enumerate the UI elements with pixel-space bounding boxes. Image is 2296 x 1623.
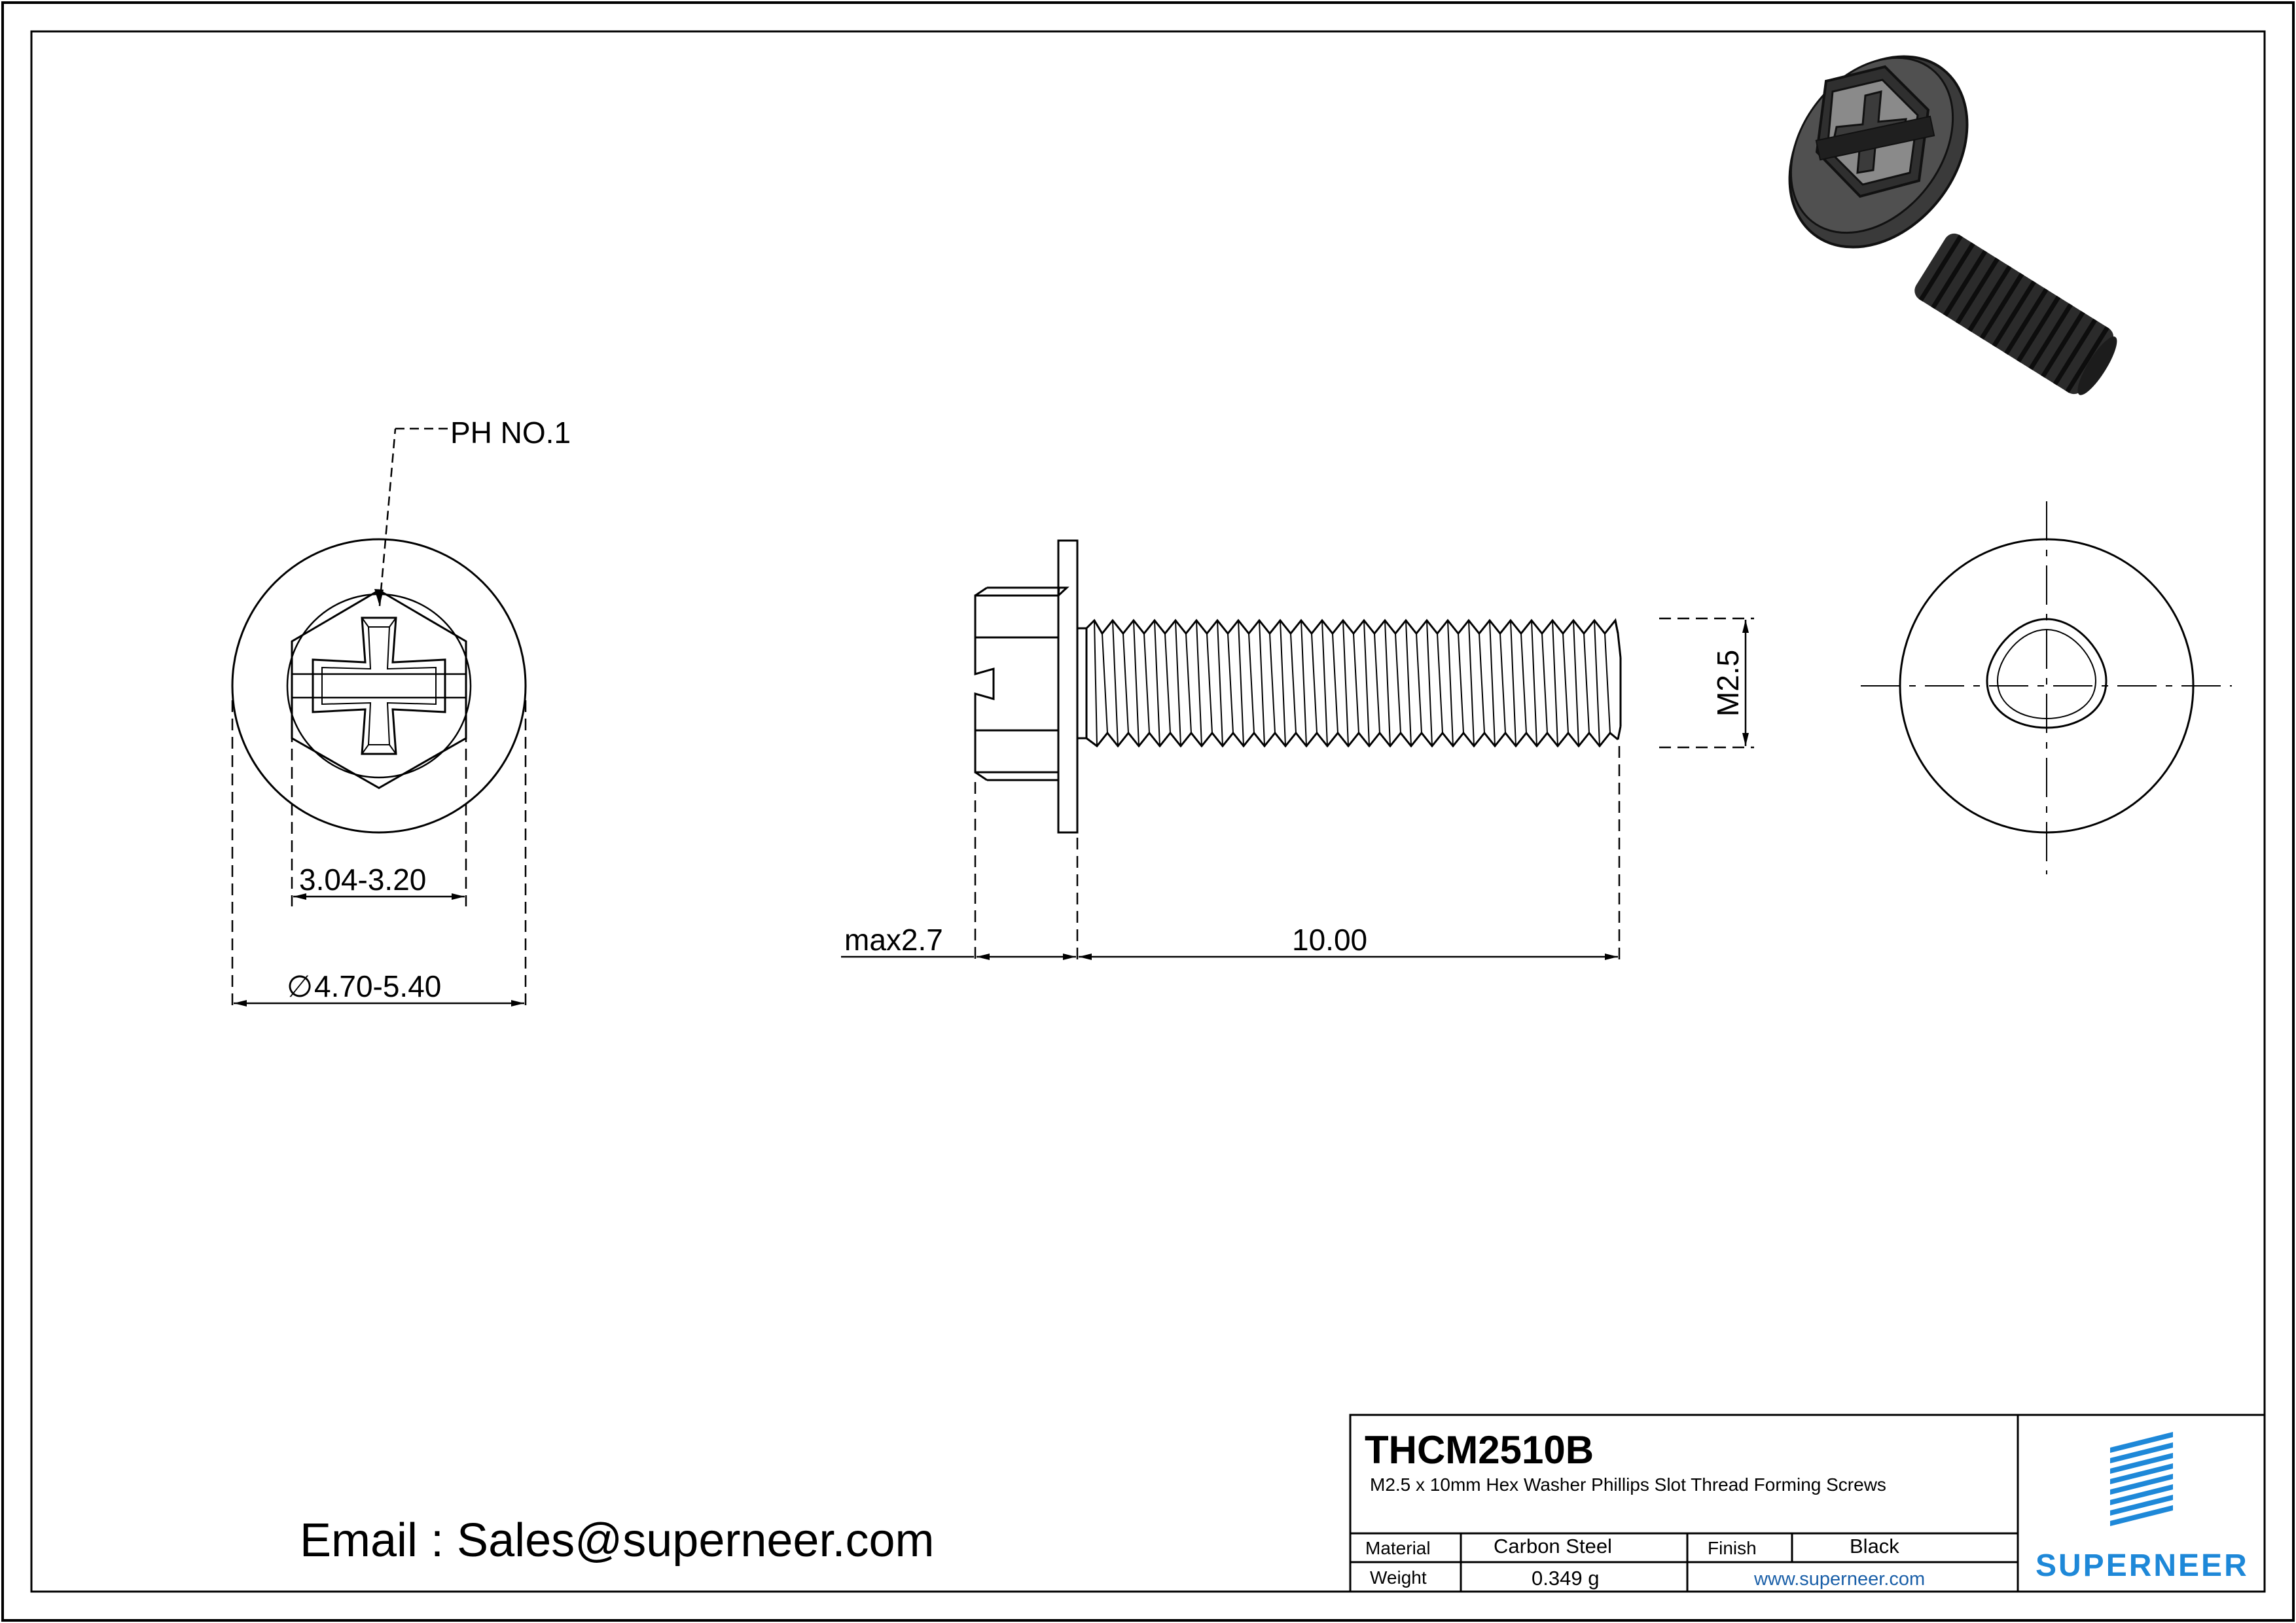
length-text: 10.00 (1292, 923, 1367, 957)
thread-crests-top (1085, 618, 1619, 635)
material-label: Material (1365, 1538, 1431, 1558)
weight-value: 0.349 g (1532, 1567, 1599, 1590)
washer-dimension-text: 4.70-5.40 (314, 969, 441, 1003)
inner-border (30, 30, 2266, 1593)
thread-tip (1614, 620, 1622, 740)
ph-callout-arrowhead (374, 589, 384, 606)
end-view-centerlines (1861, 501, 2232, 874)
diameter-symbol: ∅ (287, 969, 313, 1003)
part-number: THCM2510B (1365, 1428, 1594, 1472)
part-description: M2.5 x 10mm Hex Washer Phillips Slot Thr… (1370, 1474, 1886, 1495)
finish-label: Finish (1708, 1538, 1757, 1558)
contact-email: Email : Sales@superneer.com (300, 1514, 935, 1567)
screw-3d-render (1788, 55, 2117, 395)
top-view-extension-lines (231, 694, 527, 1011)
weight-label: Weight (1370, 1567, 1427, 1588)
material-value: Carbon Steel (1494, 1535, 1612, 1558)
ph-callout-leader (378, 427, 450, 607)
thread-size-text: M2.5 (1711, 650, 1745, 717)
thread-crests-bottom (1086, 731, 1619, 748)
title-block-frame (1349, 1414, 2266, 1593)
ph-callout-label: PH NO.1 (450, 416, 571, 450)
head-height-text: max2.7 (844, 923, 943, 957)
hex-dimension-text: 3.04-3.20 (299, 863, 426, 897)
brand-name: SUPERNEER (2036, 1548, 2249, 1583)
side-view-extension-lines (974, 617, 1754, 965)
side-view-head (974, 539, 1088, 834)
top-view (231, 538, 527, 834)
website-link[interactable]: www.superneer.com (1753, 1569, 1925, 1590)
thread-flanks (1094, 620, 1611, 747)
brand-logo-icon (2110, 1432, 2173, 1526)
finish-value: Black (1850, 1535, 1899, 1558)
